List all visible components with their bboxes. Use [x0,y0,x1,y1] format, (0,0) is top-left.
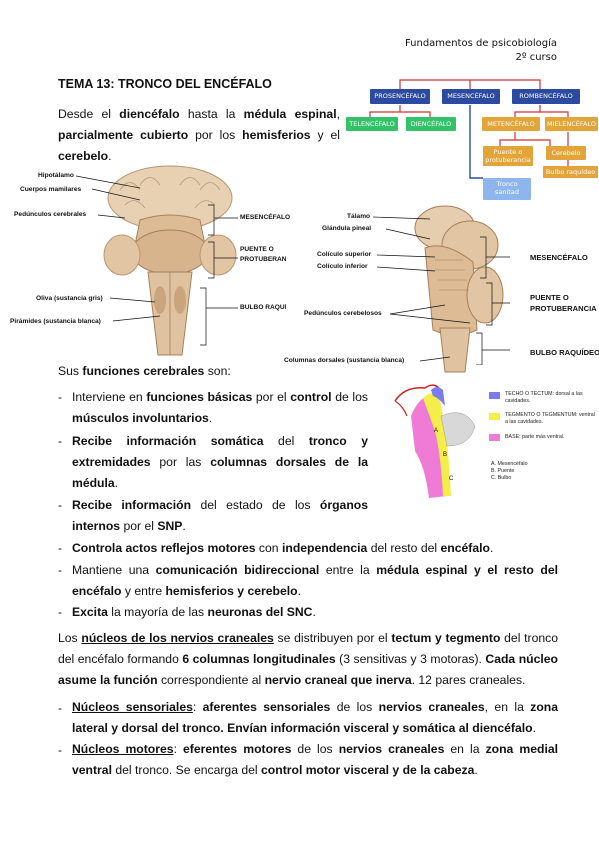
bullet-dash: - [58,390,62,404]
bullet-dash: - [58,743,62,757]
brainstem-ventral-illustration [103,165,237,356]
list-item: Recibe información del estado de los órg… [72,498,368,533]
label-hipotalamo: Hipotálamo [38,172,74,179]
fig1-leader-lines [75,175,238,346]
header-year: 2º curso [515,52,557,63]
list-item: Mantiene una comunicación bidireccional … [72,563,559,598]
list-item: Recibe información somática del tronco y… [72,434,368,490]
bullet-dash: - [58,498,62,512]
nucleos-motores-item: Núcleos motores: eferentes motores de lo… [72,742,559,777]
sagittal-label-c: C [449,476,454,482]
bullet-dash: - [58,605,62,619]
fig2-leader-lines [372,216,510,365]
box-prosencefalo: PROSENCÉFALO [370,89,430,104]
list-item: Excita la mayoría de las neuronas del SN… [72,605,316,619]
fig1-label-puente: PUENTE O [240,246,274,253]
label-coliculo-inferior: Colículo inferior [317,263,368,270]
box-mielencefalo: MIELENCÉFALO [545,117,598,131]
box-metencefalo: METENCÉFALO [482,117,540,131]
fig2-label-mesencefalo: MESENCÉFALO [530,253,588,262]
label-columnas-dorsales: Columnas dorsales (sustancia blanca) [284,357,405,364]
box-mesencefalo: MESENCÉFALO [442,89,500,104]
box-bulbo: Bulbo raquídeo [543,166,598,178]
label-oliva: Oliva (sustancia gris) [36,295,103,302]
bullet-dash: - [58,434,62,448]
fig2-label-bulbo: BULBO RAQUÍDEO [530,348,599,357]
nucleos-paragraph: Los núcleos de los nervios craneales se … [58,631,559,687]
legend-swatch-base [489,434,500,441]
label-talamo: Tálamo [347,213,371,220]
box-diencefalo: DIENCÉFALO [406,117,456,131]
header-course: Fundamentos de psicobiología [404,38,557,49]
sagittal-label-b: B [443,452,448,458]
legend-swatch-tectum [489,392,500,399]
intro-paragraph: Desde el diencéfalo hasta la médula espi… [58,107,340,163]
box-telencefalo: TELENCÉFALO [346,117,398,131]
funciones-heading: Sus funciones cerebrales son: [58,364,231,378]
bullet-dash: - [58,563,62,577]
label-glandula-pineal: Glándula pineal [322,225,372,232]
label-coliculo-superior: Colículo superior [317,251,372,258]
label-cuerpos-mamilares: Cuerpos mamilares [20,186,82,193]
fig2-label-protuberancia: PROTUBERANCIA [530,304,597,313]
legend-base: BASE: parte más ventral. [505,434,565,440]
page-title: TEMA 13: TRONCO DEL ENCÉFALO [58,77,272,91]
nucleos-sensoriales-item: Núcleos sensoriales: aferentes sensorial… [72,700,559,735]
sagittal-label-a: A [434,428,439,434]
fig1-label-protuberancia: PROTUBERANCIA [240,256,286,263]
box-rombencefalo: ROMBENCÉFALO [512,89,580,104]
list-item: Interviene en funciones básicas por el c… [72,390,368,425]
brainstem-lateral-illustration [414,205,504,373]
fig2-label-puente: PUENTE O [530,293,569,302]
label-piramides: Pirámides (sustancia blanca) [10,318,101,325]
label-pedunculos-cerebelosos: Pedúnculos cerebelosos [304,310,382,317]
bullet-dash: - [58,701,62,715]
bullet-dash: - [58,541,62,555]
fig1-label-mesencefalo: MESENCÉFALO [240,214,291,221]
sagittal-illustration [394,384,476,498]
fig1-label-bulbo: BULBO RAQUÍDEO [240,304,286,311]
legend-swatch-tegmentum [489,413,500,420]
box-cerebelo: Cerebelo [546,146,586,160]
label-pedunculos-cerebrales: Pedúnculos cerebrales [14,211,87,218]
list-item: Controla actos reflejos motores con inde… [72,541,494,555]
